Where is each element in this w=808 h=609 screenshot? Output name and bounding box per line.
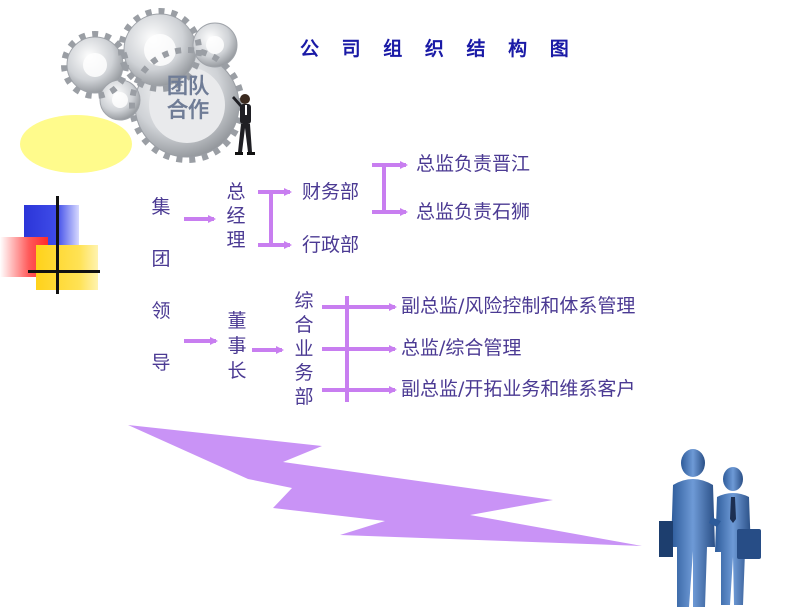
handshake-illustration <box>659 449 761 607</box>
general-manager: 总 经 理 <box>225 183 247 250</box>
affairs-char: 部 <box>294 386 314 408</box>
gm-char: 经 <box>226 205 246 227</box>
supervisor-jinjiang: 总监负责晋江 <box>416 153 531 175</box>
page-title: 公 司 组 织 结 构 图 <box>300 38 577 60</box>
group-leadership-char: 集 <box>151 196 171 218</box>
badge-line-2: 合作 <box>167 98 209 123</box>
businessman-figure <box>232 94 255 155</box>
black-line-horizontal <box>28 270 100 273</box>
role-risk-control: 副总监/风险控制和体系管理 <box>401 295 636 317</box>
chairman-char: 事 <box>227 335 247 357</box>
badge-line-1: 团队 <box>167 74 209 98</box>
yellow-ellipse <box>20 115 132 173</box>
group-leadership-char: 团 <box>151 248 171 270</box>
chairman-char: 长 <box>227 360 247 382</box>
gears-illustration <box>61 8 245 163</box>
admin-dept: 行政部 <box>302 234 360 256</box>
supervisor-shishi: 总监负责石狮 <box>416 201 531 223</box>
gm-char: 总 <box>226 181 246 203</box>
affairs-char: 合 <box>294 314 314 336</box>
affairs-char: 综 <box>294 290 314 312</box>
teamwork-badge: 团队 合作 <box>157 74 219 122</box>
group-leadership-char: 导 <box>151 352 171 374</box>
affairs-char: 业 <box>294 338 314 360</box>
affairs-char: 务 <box>294 362 314 384</box>
role-general-management: 总监/综合管理 <box>401 337 522 359</box>
yellow-block <box>36 245 98 290</box>
finance-dept: 财务部 <box>302 181 360 203</box>
chairman-char: 董 <box>227 310 247 332</box>
black-line-vertical <box>56 196 59 294</box>
group-leadership-char: 领 <box>151 300 171 322</box>
gm-char: 理 <box>226 229 246 251</box>
chairman: 董 事 长 <box>226 312 248 381</box>
role-business-expansion: 副总监/开拓业务和维系客户 <box>401 378 636 400</box>
general-affairs-dept: 综 合 业 务 部 <box>293 292 315 407</box>
group-leadership: 集 团 领 导 <box>150 198 172 373</box>
